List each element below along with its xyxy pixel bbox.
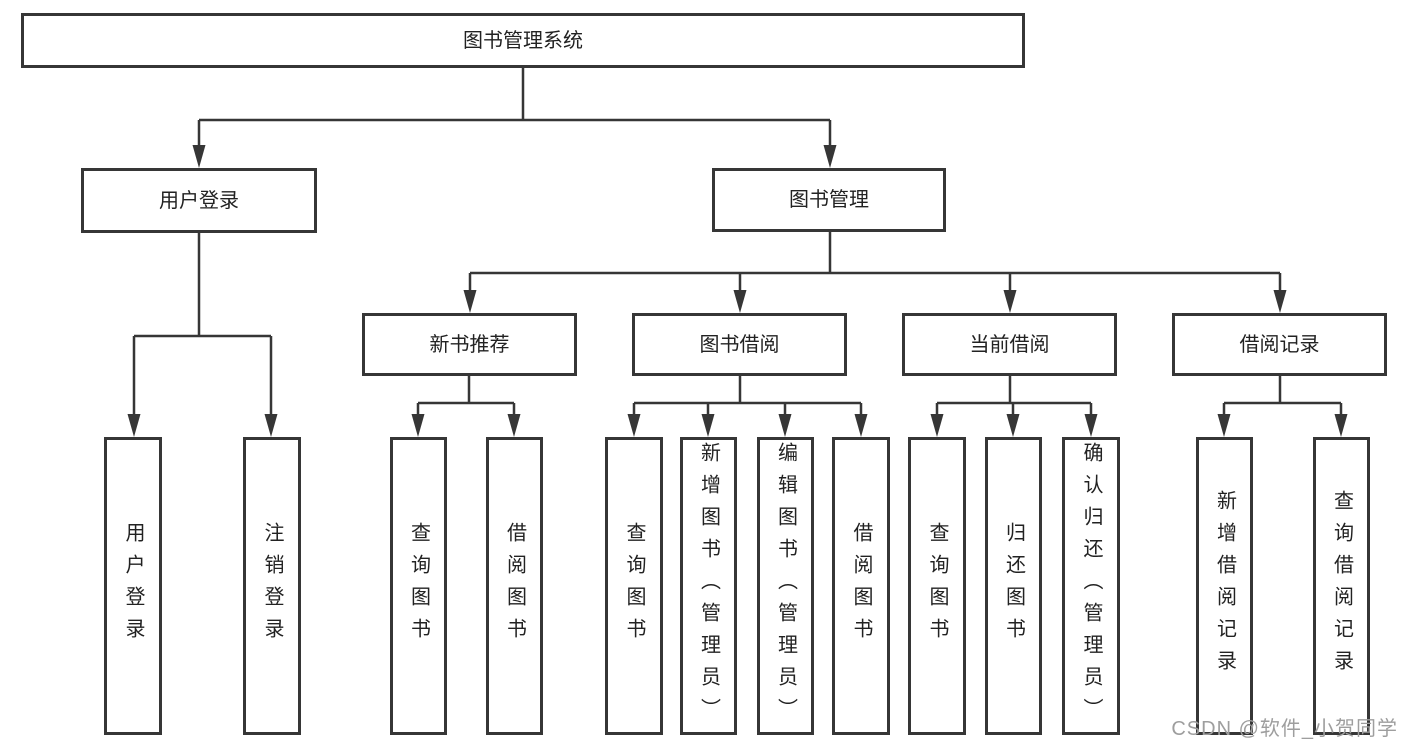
csdn-watermark: CSDN @软件_小贺同学 [1171, 718, 1398, 740]
arrow-down-icon [1084, 414, 1098, 437]
leaf-logout: 注销登录 [243, 437, 301, 735]
node-label: 新书推荐 [429, 333, 510, 356]
arrow-down-icon [507, 414, 521, 437]
node-label: 图书借阅 [699, 333, 780, 356]
arrow-down-icon [463, 290, 477, 313]
arrow-down-icon [1006, 414, 1020, 437]
node-label: 借阅记录 [1239, 333, 1320, 356]
arrow-down-icon [1217, 414, 1231, 437]
arrow-down-icon [1003, 290, 1017, 313]
node-user-login: 用户登录 [81, 168, 317, 233]
leaf-borrow-books: 借阅图书 [832, 437, 890, 735]
arrow-down-icon [778, 414, 792, 437]
leaf-query-books-recommend: 查询图书 [390, 437, 447, 735]
arrow-down-icon [192, 145, 206, 168]
node-book-management: 图书管理 [712, 168, 946, 232]
node-current-borrowing: 当前借阅 [902, 313, 1117, 376]
leaf-borrow-books-recommend: 借阅图书 [486, 437, 543, 735]
node-label: 当前借阅 [969, 333, 1050, 356]
node-label: 图书管理 [789, 189, 869, 211]
arrow-down-icon [264, 414, 278, 437]
arrow-down-icon [411, 414, 425, 437]
leaf-user-login: 用户登录 [104, 437, 162, 735]
arrow-down-icon [627, 414, 641, 437]
node-label: 图书管理系统 [463, 29, 583, 52]
arrow-down-icon [1273, 290, 1287, 313]
arrow-down-icon [733, 290, 747, 313]
arrow-down-icon [823, 145, 837, 168]
arrow-down-icon [930, 414, 944, 437]
leaf-confirm-return-admin: 确认归还（管理员） [1062, 437, 1120, 735]
leaf-query-borrow-record: 查询借阅记录 [1313, 437, 1370, 735]
arrow-down-icon [1334, 414, 1348, 437]
leaf-add-borrow-record: 新增借阅记录 [1196, 437, 1253, 735]
arrow-down-icon [127, 414, 141, 437]
leaf-edit-books-admin: 编辑图书（管理员） [757, 437, 814, 735]
node-new-book-recommendation: 新书推荐 [362, 313, 577, 376]
node-library-management-system: 图书管理系统 [21, 13, 1025, 68]
arrow-down-icon [854, 414, 868, 437]
node-book-borrowing: 图书借阅 [632, 313, 847, 376]
leaf-query-books-current: 查询图书 [908, 437, 966, 735]
leaf-add-books-admin: 新增图书（管理员） [680, 437, 737, 735]
node-label: 用户登录 [159, 189, 239, 212]
leaf-return-books: 归还图书 [985, 437, 1042, 735]
arrow-down-icon [701, 414, 715, 437]
leaf-query-books-borrowing: 查询图书 [605, 437, 663, 735]
node-borrowing-records: 借阅记录 [1172, 313, 1387, 376]
